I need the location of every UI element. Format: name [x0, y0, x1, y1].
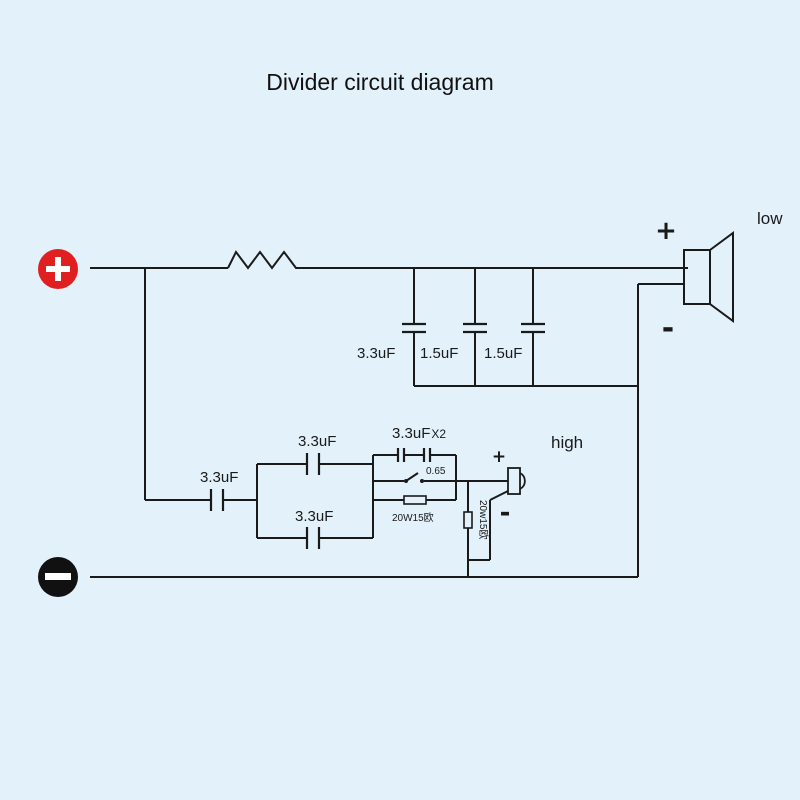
low-cap-2-label: 1.5uF [420, 345, 458, 362]
high-cap-x2-label: 3.3uFX2 [392, 425, 446, 442]
high-parallel-caps [256, 453, 374, 549]
high-attenuator-network [373, 448, 498, 505]
diagram-title: Divider circuit diagram [266, 69, 494, 95]
high-parallel-cap-bottom-label: 3.3uF [295, 508, 333, 525]
high-speaker-icon [507, 467, 526, 495]
high-series-cap-label: 3.3uF [200, 469, 238, 486]
high-parallel-cap-top-label: 3.3uF [298, 433, 336, 450]
positive-terminal [38, 249, 78, 289]
low-speaker-icon [683, 231, 734, 323]
switch-value-label: 0.65 [426, 466, 446, 477]
shunt-resistor-label: 20w15欧 [477, 500, 489, 539]
low-cap-3-label: 1.5uF [484, 345, 522, 362]
series-resistor-label: 20W15欧 [392, 512, 434, 524]
low-capacitor-bank [402, 268, 638, 387]
negative-terminal [38, 557, 78, 597]
high-speaker-label: high [551, 433, 583, 452]
low-speaker-minus: - [662, 311, 674, 346]
low-speaker-label: low [757, 209, 783, 228]
high-shunt-resistor [463, 481, 491, 577]
positive-rail [90, 250, 688, 270]
high-speaker-minus: - [500, 498, 511, 528]
low-speaker-plus: + [655, 216, 677, 246]
high-speaker-plus: + [492, 447, 506, 467]
high-feed-wire [144, 268, 257, 511]
low-cap-1-label: 3.3uF [357, 345, 395, 362]
